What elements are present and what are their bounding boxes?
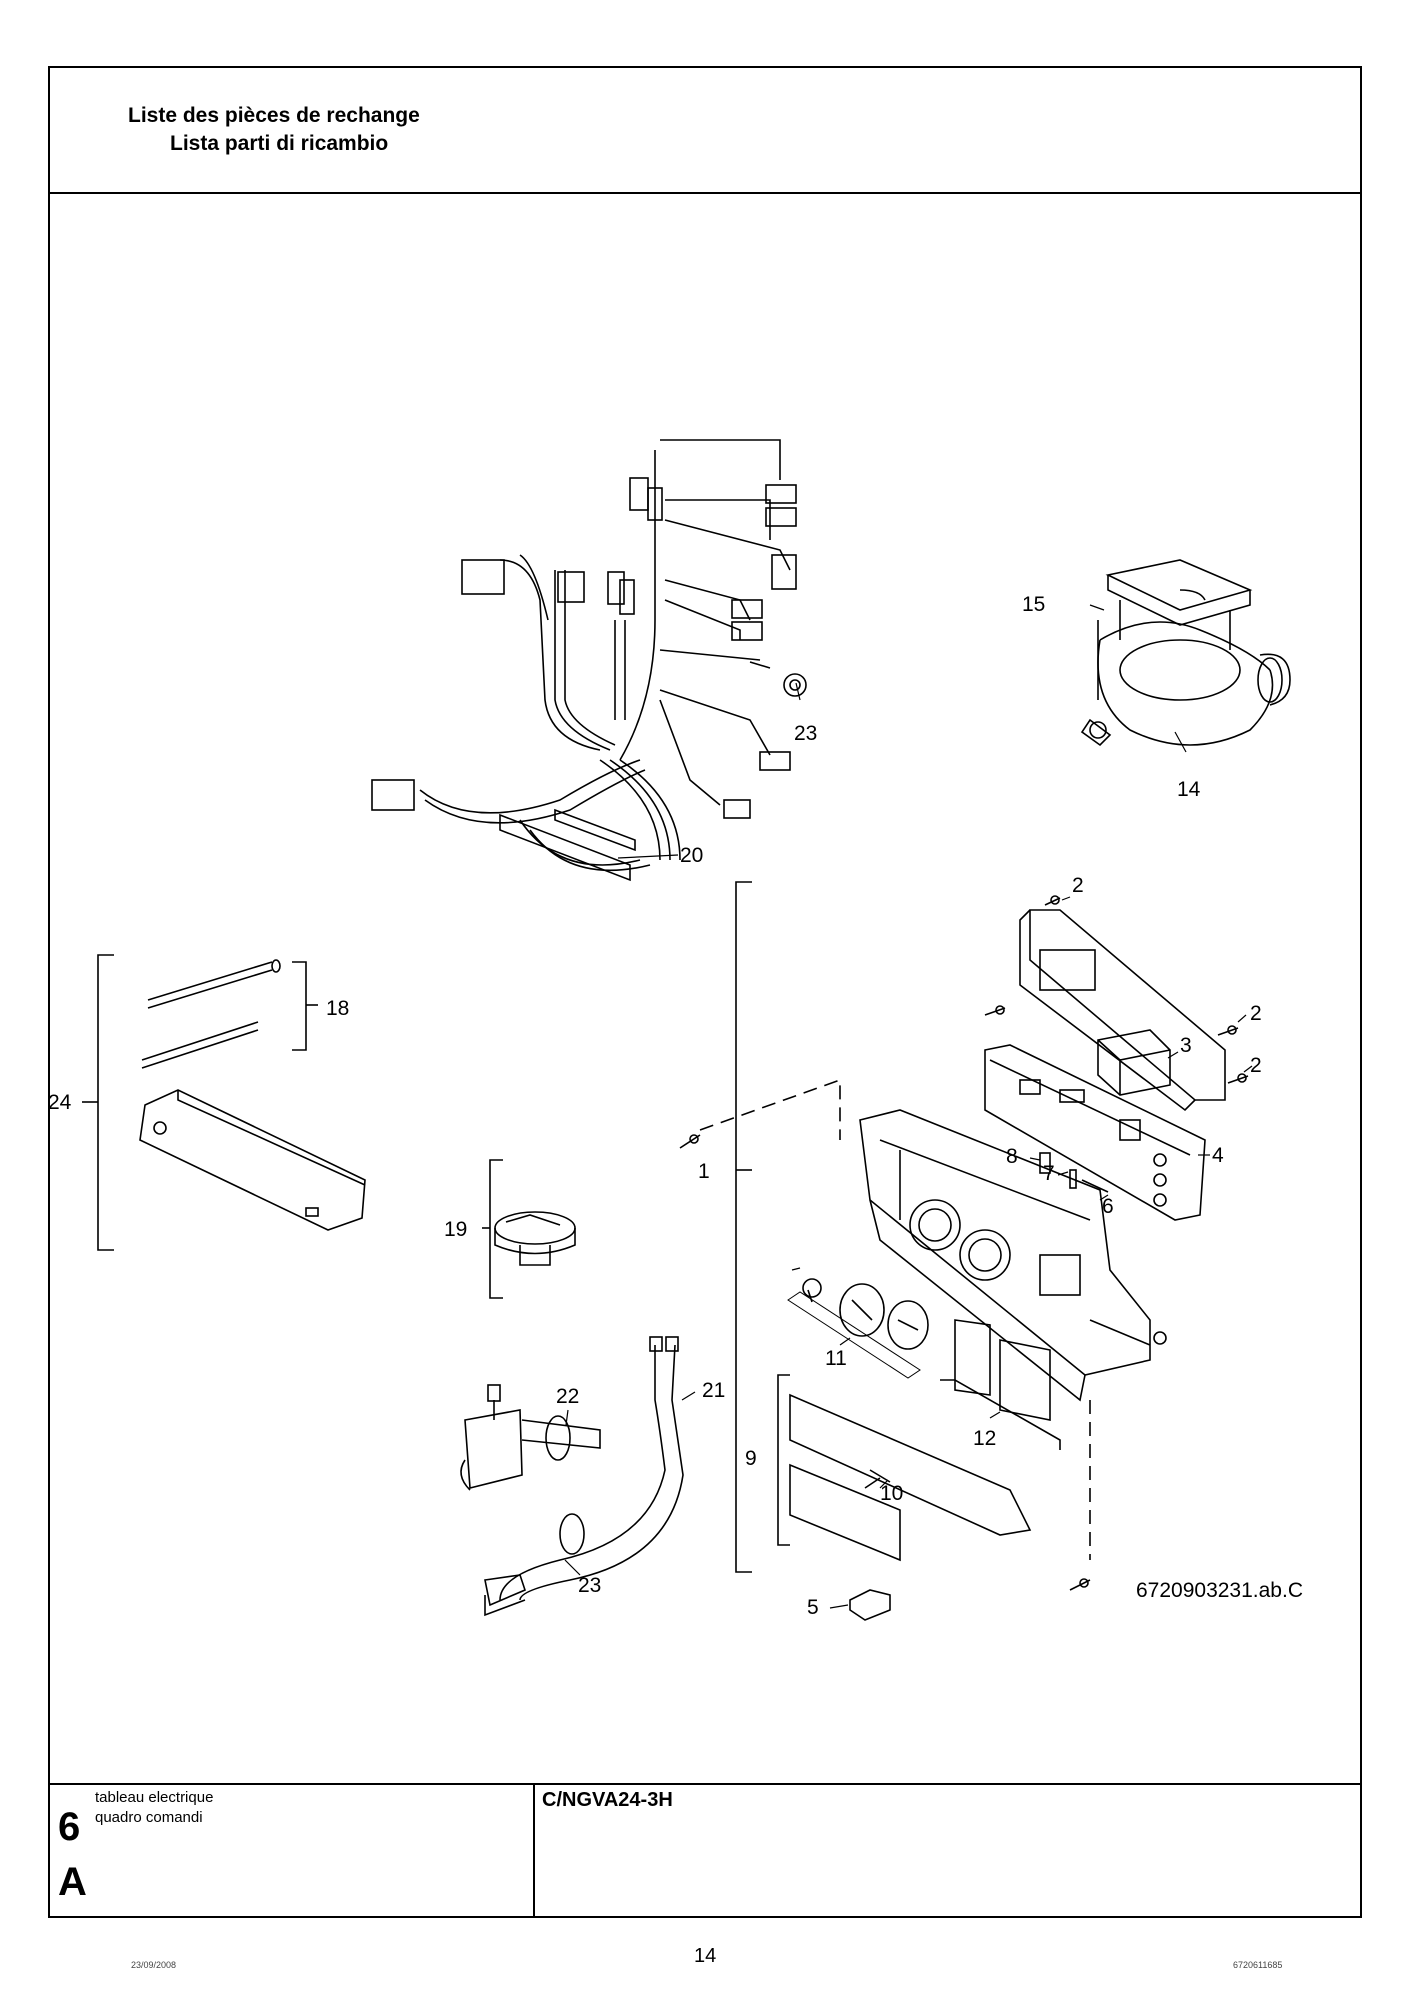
part-label-6: 6 xyxy=(1102,1195,1114,1218)
part-label-4: 4 xyxy=(1212,1144,1224,1167)
part-label-18: 18 xyxy=(326,997,349,1020)
part-label-15: 15 xyxy=(1022,593,1045,616)
part-label-23-bottom: 23 xyxy=(578,1574,601,1597)
part-label-2-mid: 2 xyxy=(1250,1002,1262,1025)
title-french: Liste des pièces de rechange xyxy=(128,104,420,127)
footer-box-column-divider xyxy=(533,1783,535,1917)
part-label-20: 20 xyxy=(680,844,703,867)
page-number: 14 xyxy=(694,1945,717,1967)
pressure-switch-drawing xyxy=(494,1211,576,1266)
front-parts-drawing xyxy=(787,1278,1061,1621)
part-label-3: 3 xyxy=(1180,1034,1192,1057)
part-labels: 15 14 23 20 2 2 3 2 4 8 7 6 1 11 12 9 10… xyxy=(48,593,1303,1619)
section-number: 6 xyxy=(58,1805,81,1849)
part-label-19: 19 xyxy=(444,1218,467,1241)
part-label-1: 1 xyxy=(698,1160,710,1183)
page-frame xyxy=(48,66,1362,1918)
figure-reference: 6720903231.ab.C xyxy=(1136,1579,1303,1602)
part-label-9: 9 xyxy=(745,1447,757,1470)
part-label-24: 24 xyxy=(48,1091,72,1114)
part-label-2-low: 2 xyxy=(1250,1054,1262,1077)
sensors-bracket-drawing xyxy=(139,959,366,1231)
title-italian: Lista parti di ricambio xyxy=(170,132,389,155)
fan-drawing xyxy=(1080,559,1291,747)
part-label-22: 22 xyxy=(556,1385,579,1408)
part-label-14: 14 xyxy=(1177,778,1201,801)
group-brackets xyxy=(82,881,790,1573)
part-label-2-top: 2 xyxy=(1072,874,1084,897)
wiring-harness-drawing xyxy=(371,439,807,882)
part-label-7: 7 xyxy=(1043,1162,1055,1185)
footer-box-divider xyxy=(48,1783,1362,1785)
section-description-french: tableau electrique xyxy=(95,1789,214,1806)
part-label-12: 12 xyxy=(973,1427,996,1450)
part-label-23-top: 23 xyxy=(794,722,817,745)
header-divider xyxy=(48,192,1362,194)
footer-date: 23/09/2008 xyxy=(131,1960,177,1970)
control-panel-drawing xyxy=(679,895,1249,1591)
part-label-11: 11 xyxy=(825,1347,847,1370)
section-description-italian: quadro comandi xyxy=(95,1809,203,1826)
cable-assembly-drawing xyxy=(460,1336,684,1617)
footer-document-code: 6720611685 xyxy=(1233,1960,1283,1970)
part-label-10: 10 xyxy=(880,1482,903,1505)
model-number: C/NGVA24-3H xyxy=(542,1789,673,1811)
part-label-21: 21 xyxy=(702,1379,725,1402)
part-label-8: 8 xyxy=(1006,1145,1018,1168)
section-letter: A xyxy=(58,1860,87,1904)
part-label-5: 5 xyxy=(807,1596,819,1619)
leader-lines xyxy=(564,604,1253,1609)
